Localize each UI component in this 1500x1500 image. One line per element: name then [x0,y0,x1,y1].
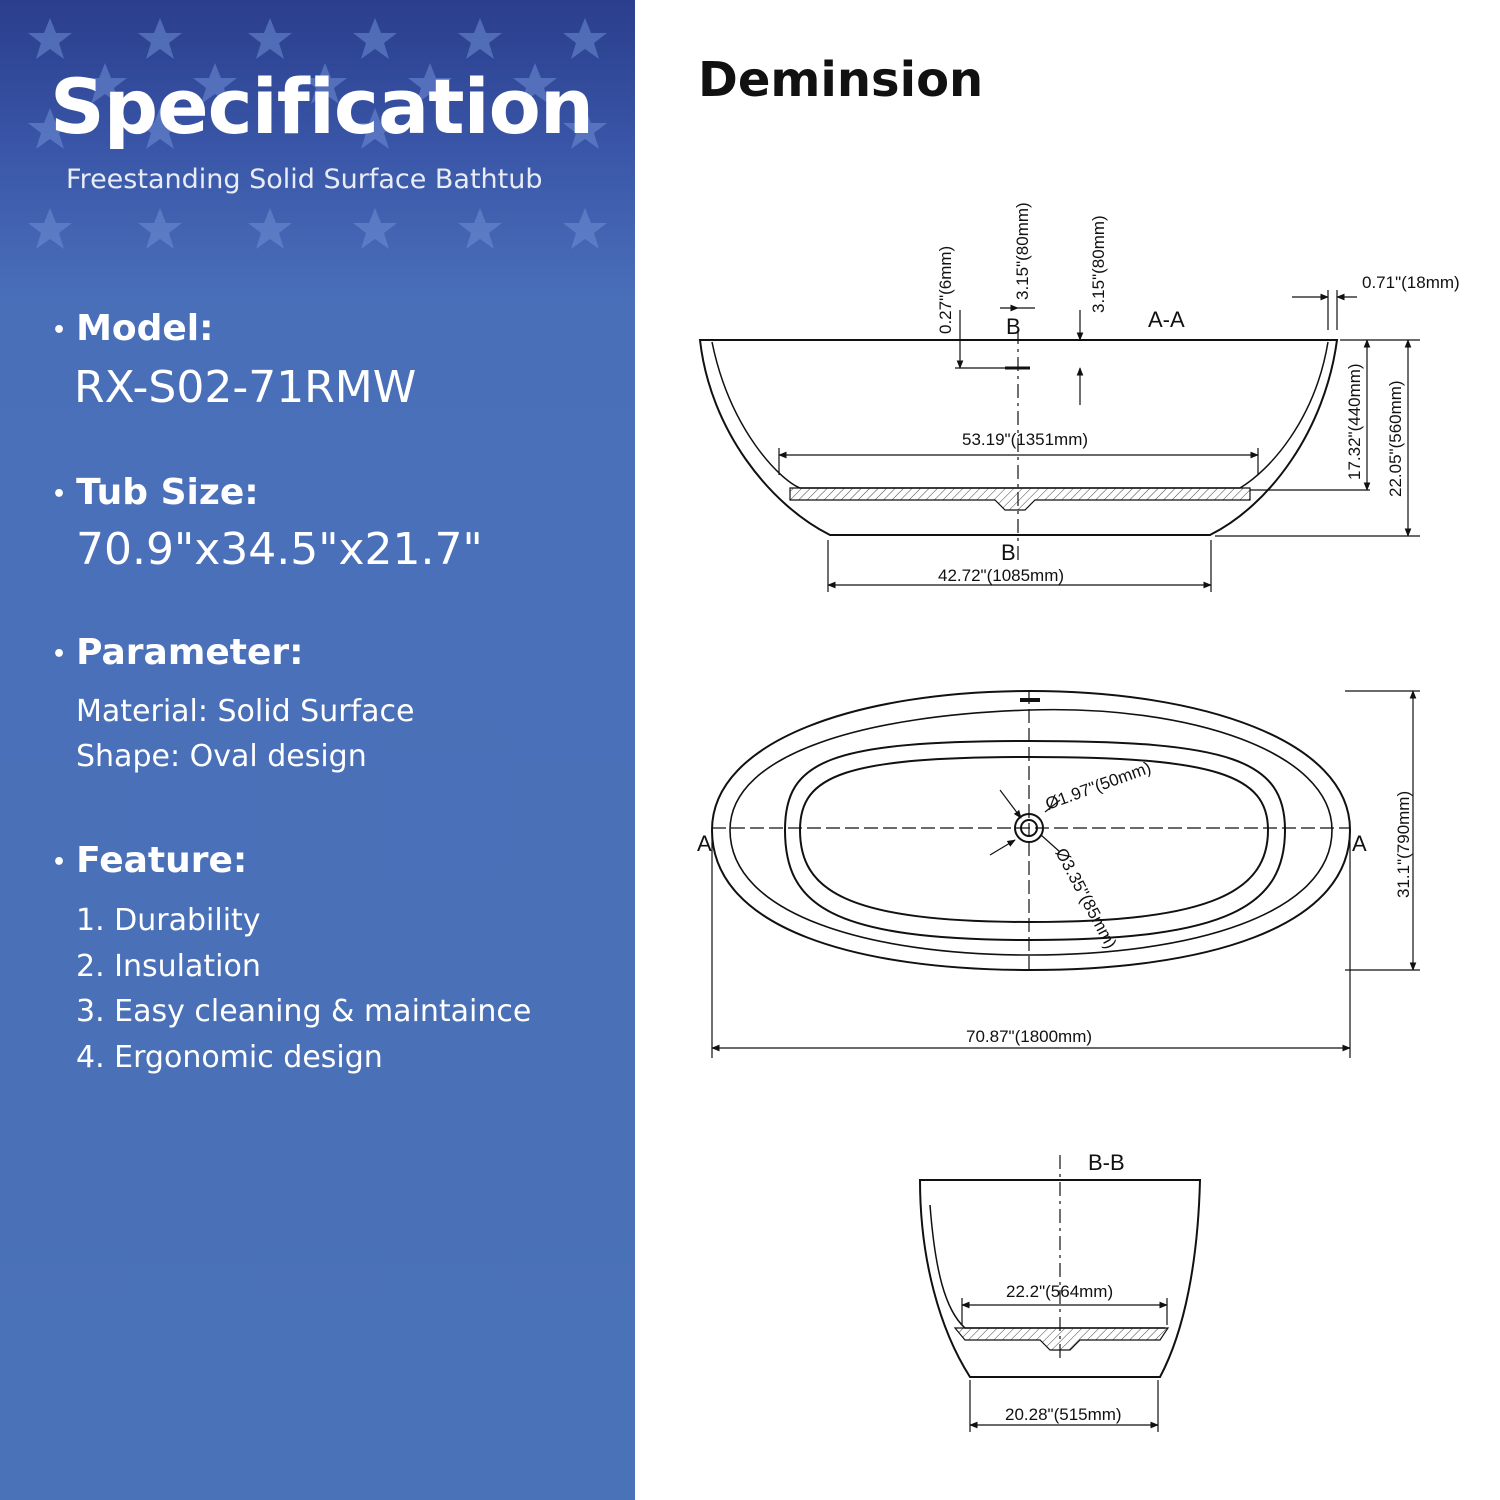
feature-label: Feature: [76,840,248,881]
section-bb-label: B-B [1088,1150,1125,1175]
parameter-heading: • Parameter: [52,632,304,673]
bullet-icon: • [52,641,67,667]
dim-drain-inner: Ø1.97"(50mm) [1043,758,1154,814]
tub-basin-inner [798,755,1270,924]
dim-overflow-2: 3.15"(80mm) [1089,215,1108,313]
tub-outer-profile [698,339,1339,536]
parameter-item: Shape: Oval design [76,739,367,774]
feature-item: 4. Ergonomic design [76,1040,383,1075]
feature-heading: • Feature: [52,840,247,881]
dim-base-length: 42.72"(1085mm) [938,566,1064,585]
dim-rim: 0.71"(18mm) [1362,273,1460,292]
section-bb-dimensions [961,1155,1168,1432]
tub-outer-rim [710,689,1352,972]
model-label: Model: [76,308,214,349]
tub-size-value: 70.9"x34.5"x21.7" [76,524,483,575]
tub-bottom-wall [789,487,1251,511]
feature-item: 3. Easy cleaning & maintaince [76,994,532,1029]
model-heading: • Model: [52,308,214,349]
parameter-item: Material: Solid Surface [76,694,415,729]
bullet-icon: • [52,317,67,343]
dim-bb-base-width: 20.28"(515mm) [1005,1405,1122,1424]
page-subtitle: Freestanding Solid Surface Bathtub [66,164,543,195]
tub-size-heading: • Tub Size: [52,472,259,513]
dim-inner-length: 53.19"(1351mm) [962,430,1088,449]
top-view [710,689,1352,972]
top-view-dimensions [711,690,1420,1058]
bullet-icon: • [52,849,67,875]
tub-basin-outer [783,739,1287,942]
a-mark-left: A [697,831,712,856]
spec-sidebar: Specification Freestanding Solid Surface… [0,0,635,1500]
feature-item: 1. Durability [76,903,261,938]
bb-bottom-wall [953,1327,1170,1351]
dim-drain-outer: Ø3.35"(85mm) [1051,845,1120,952]
section-aa-view [698,339,1339,536]
dim-width: 31.1"(790mm) [1394,791,1413,898]
dim-bb-inner-width: 22.2"(564mm) [1006,1282,1113,1301]
section-aa-label: A-A [1148,307,1185,332]
feature-item: 2. Insulation [76,949,261,984]
section-bb-view [918,1179,1202,1378]
parameter-label: Parameter: [76,632,304,673]
a-mark-right: A [1352,831,1367,856]
tub-inner-rim [729,708,1333,956]
dim-total-height: 22.05"(560mm) [1386,380,1405,497]
dim-overflow-gap: 0.27"(6mm) [936,246,955,334]
b-mark-top: B [1006,314,1021,339]
diagram-title: Deminsion [698,52,984,108]
bullet-icon: • [52,481,67,507]
model-value: RX-S02-71RMW [74,362,417,413]
bb-inner-wall [929,1204,1165,1329]
dim-length: 70.87"(1800mm) [966,1027,1092,1046]
dim-inner-depth: 17.32"(440mm) [1345,363,1364,480]
b-mark-bottom: B [1001,540,1016,565]
section-aa-dimensions [778,290,1420,592]
page-title: Specification [50,62,594,151]
dim-overflow-1: 3.15"(80mm) [1013,202,1032,300]
tub-size-label: Tub Size: [76,472,259,513]
